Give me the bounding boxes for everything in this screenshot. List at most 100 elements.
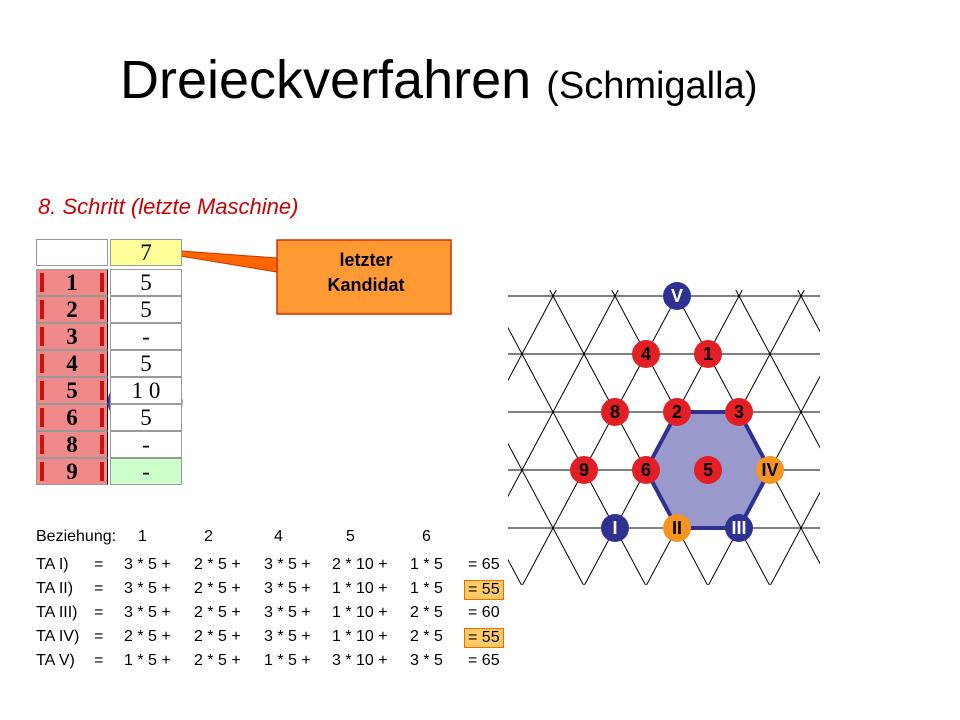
node-label: III	[731, 518, 746, 538]
relation-term: 3 * 5 +	[264, 580, 311, 597]
node-circle	[601, 514, 629, 542]
grid-line	[508, 326, 646, 585]
machine-id: 3	[36, 323, 108, 350]
relation-result-highlight: = 55	[464, 628, 504, 648]
relation-term: 3 * 5 +	[124, 580, 171, 597]
grid-line	[922, 290, 960, 585]
callout-line-1: letzter	[339, 250, 393, 270]
node-circle	[756, 456, 784, 484]
node-label: 2	[672, 402, 682, 422]
relation-term: 2 * 5 +	[194, 628, 241, 645]
relation-term: 2 * 5	[410, 628, 443, 645]
grid-line	[797, 290, 820, 333]
node-label: 6	[641, 460, 651, 480]
relation-term: 3 * 5 +	[124, 556, 171, 573]
relation-result: = 65	[468, 556, 500, 573]
grid-line	[275, 290, 433, 585]
relation-term: 1 * 10 +	[332, 604, 388, 621]
relation-term: 2 * 5 +	[194, 556, 241, 573]
title-paren: (Schmigalla)	[546, 65, 758, 107]
relation-term: 1 * 5 +	[264, 652, 311, 669]
grid-node: I	[601, 514, 629, 542]
relation-term: 3 * 5 +	[264, 604, 311, 621]
node-label: V	[671, 286, 683, 306]
relation-result: = 65	[468, 652, 500, 669]
grid-line	[213, 290, 371, 585]
relation-eq: =	[94, 580, 104, 597]
grid-node: II	[663, 514, 691, 542]
node-label: IV	[761, 460, 778, 480]
grid-line	[735, 290, 820, 449]
table-header-value: 7	[110, 239, 182, 266]
grid-line	[337, 290, 495, 585]
grid-line	[833, 290, 960, 585]
relation-col: 6	[422, 528, 431, 545]
node-label: 3	[734, 402, 744, 422]
machine-value: 5	[110, 269, 182, 296]
callout-line-2: Kandidat	[327, 275, 405, 295]
relation-term: 3 * 5 +	[264, 556, 311, 573]
grid-line	[770, 491, 820, 585]
relation-eq: =	[94, 604, 104, 621]
machine-value: 5	[110, 296, 182, 323]
node-label: 1	[703, 344, 713, 364]
grid-lines	[213, 290, 960, 585]
relation-term: 3 * 5 +	[124, 604, 171, 621]
relation-eq: =	[94, 556, 104, 573]
relation-term: 2 * 5	[410, 604, 443, 621]
relation-row-label: TA II)	[36, 580, 74, 597]
machine-value: 5	[110, 350, 182, 377]
relation-row-label: TA V)	[36, 652, 75, 669]
grid-line	[508, 442, 584, 585]
grid-line	[508, 290, 619, 498]
machine-id: 2	[36, 296, 108, 323]
relation-row-label: TA I)	[36, 556, 69, 573]
grid-line	[895, 290, 960, 585]
grid-node: 3	[725, 398, 753, 426]
node-circle	[570, 456, 598, 484]
grid-line	[508, 558, 522, 585]
step-subtitle: 8. Schritt (letzte Maschine)	[38, 194, 299, 219]
relation-term: 2 * 10 +	[332, 556, 388, 573]
node-circle	[694, 456, 722, 484]
relation-eq: =	[94, 628, 104, 645]
title-main: Dreieckverfahren	[120, 50, 532, 110]
grid-node: 2	[663, 398, 691, 426]
node-circle	[694, 340, 722, 368]
grid-line	[522, 290, 681, 585]
relation-row-label: TA IV)	[36, 628, 80, 645]
grid-node: 5	[694, 456, 722, 484]
machine-value: -	[110, 323, 182, 350]
relation-term: 1 * 5 +	[124, 652, 171, 669]
node-label: 5	[703, 460, 713, 480]
node-circle	[725, 398, 753, 426]
relation-term: 2 * 5 +	[194, 652, 241, 669]
relation-result: = 60	[468, 604, 500, 621]
relation-col: 2	[204, 528, 213, 545]
machine-value: -	[110, 431, 182, 458]
table-header-empty	[36, 239, 108, 266]
machine-value: -	[110, 458, 182, 485]
node-circle	[601, 398, 629, 426]
relation-label: Beziehung:	[36, 528, 117, 545]
relation-col: 5	[346, 528, 355, 545]
machine-id: 5	[36, 377, 108, 404]
relation-term: 1 * 10 +	[332, 628, 388, 645]
grid-node: 6	[632, 456, 660, 484]
node-circle	[663, 398, 691, 426]
node-circle	[632, 340, 660, 368]
grid-node: 9	[570, 456, 598, 484]
grid-node: V	[663, 282, 691, 310]
grid-node: 8	[601, 398, 629, 426]
relation-term: 1 * 10 +	[332, 580, 388, 597]
machine-id: 1	[36, 269, 108, 296]
relation-term: 1 * 5	[410, 556, 443, 573]
callout-box	[276, 239, 452, 315]
node-label: I	[612, 518, 617, 538]
relation-row-label: TA III)	[36, 604, 78, 621]
relation-eq: =	[94, 652, 104, 669]
page-title: Dreieckverfahren (Schmigalla)	[120, 50, 757, 116]
